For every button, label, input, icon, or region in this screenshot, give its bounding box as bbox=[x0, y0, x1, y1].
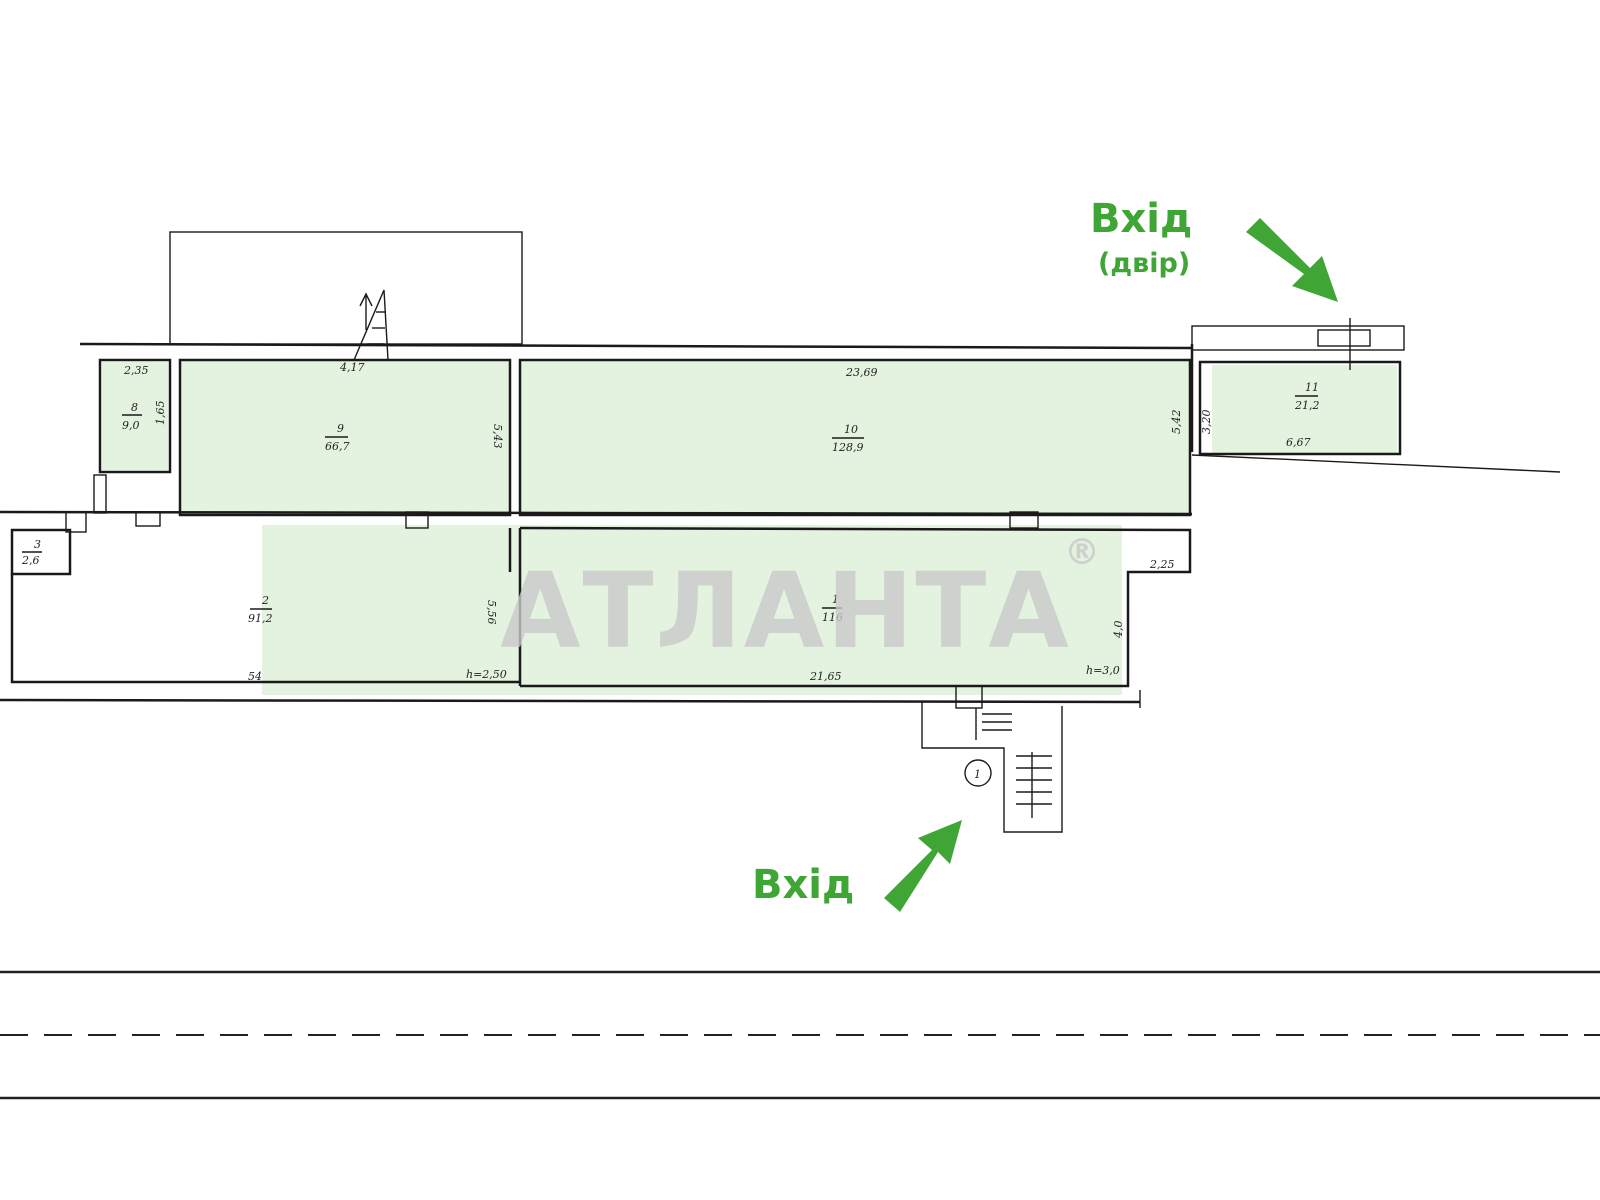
text: 1 bbox=[832, 593, 839, 606]
dim-label: 23,69 bbox=[845, 366, 878, 379]
text: 10 bbox=[844, 423, 858, 436]
dim-label: 4,0 bbox=[1112, 621, 1125, 640]
room-11-walls bbox=[1198, 360, 1402, 456]
dim-label: 6,67 bbox=[1286, 436, 1311, 449]
shape bbox=[405, 511, 429, 529]
room-2-walls bbox=[10, 574, 520, 684]
registered-mark: ® bbox=[1064, 532, 1100, 573]
room-9-walls bbox=[178, 358, 512, 517]
room-3-label: 3 2,6 bbox=[21, 538, 42, 567]
line bbox=[359, 292, 373, 307]
shape bbox=[884, 820, 962, 912]
stair-number-circle bbox=[964, 759, 992, 787]
text: 3 bbox=[34, 538, 41, 551]
dim-label: 2,25 bbox=[1149, 558, 1175, 571]
dim-label: 4,17 bbox=[339, 361, 365, 374]
text: 2 bbox=[261, 594, 269, 607]
text: 91,2 bbox=[248, 612, 273, 625]
room-2-label: 2 91,2 bbox=[248, 594, 273, 625]
dim-label: 3,20 bbox=[1200, 410, 1213, 435]
room-1-walls bbox=[519, 526, 1192, 688]
room-1-label: 1 116 bbox=[822, 593, 843, 624]
text: 8 bbox=[131, 401, 138, 414]
text: 128,9 bbox=[832, 441, 864, 454]
ceiling-height-label: h=3,0 bbox=[1086, 664, 1120, 677]
shape bbox=[955, 685, 983, 709]
text: 2,6 bbox=[21, 554, 40, 567]
shape bbox=[65, 511, 87, 533]
line bbox=[1191, 454, 1561, 473]
courtyard-entrance-arrow bbox=[1246, 218, 1338, 302]
room-8-walls bbox=[98, 358, 172, 474]
room-8-label: 8 9,0 bbox=[122, 401, 142, 432]
room-10-walls bbox=[518, 358, 1192, 517]
room-11-label: 11 21,2 bbox=[1294, 381, 1320, 412]
street-entrance-title: Вхід bbox=[752, 862, 855, 908]
dim-label: 21,65 bbox=[809, 670, 842, 683]
rooms-1-2-fill bbox=[262, 525, 1122, 695]
dim-label: 5,43 bbox=[491, 424, 504, 449]
south-wall bbox=[0, 698, 1141, 704]
north-wall bbox=[79, 342, 1193, 350]
dim-label: 5,56 bbox=[485, 600, 498, 625]
shape bbox=[93, 474, 107, 514]
shape bbox=[1246, 218, 1338, 302]
stair-number: 1 bbox=[974, 768, 981, 781]
shape bbox=[135, 511, 161, 527]
text: 9,0 bbox=[122, 419, 140, 432]
room-8-fill bbox=[102, 362, 168, 470]
shape bbox=[1317, 329, 1371, 347]
lower-stair bbox=[921, 702, 1063, 833]
watermark-text: АТЛАНТА bbox=[500, 550, 1071, 672]
room-9-label: 9 66,7 bbox=[325, 422, 350, 453]
street-entrance-arrow bbox=[884, 820, 962, 912]
middle-wall bbox=[0, 510, 1193, 516]
text: 66,7 bbox=[325, 440, 350, 453]
text: 116 bbox=[822, 611, 843, 624]
courtyard-entrance-title: Вхід bbox=[1090, 196, 1193, 242]
room-10-label: 10 128,9 bbox=[832, 423, 864, 454]
shape bbox=[1009, 511, 1039, 529]
dim-label: 5,42 bbox=[1170, 410, 1183, 435]
ceiling-height-label: h=2,50 bbox=[466, 668, 507, 681]
dim-label: 54 bbox=[248, 670, 262, 683]
room-3-walls bbox=[10, 528, 72, 576]
courtyard-annex bbox=[169, 231, 523, 345]
upper-stair bbox=[352, 289, 389, 361]
room-11-vestibule bbox=[1191, 325, 1405, 351]
text: 21,2 bbox=[1294, 399, 1320, 412]
dim-label: 1,65 bbox=[154, 401, 167, 426]
room-11-fill bbox=[1212, 365, 1397, 453]
text: 11 bbox=[1305, 381, 1319, 394]
text: 9 bbox=[337, 422, 344, 435]
watermark: АТЛАНТА bbox=[500, 556, 1071, 666]
courtyard-entrance-subtitle: (двір) bbox=[1098, 248, 1191, 279]
dim-label: 2,35 bbox=[123, 364, 149, 377]
